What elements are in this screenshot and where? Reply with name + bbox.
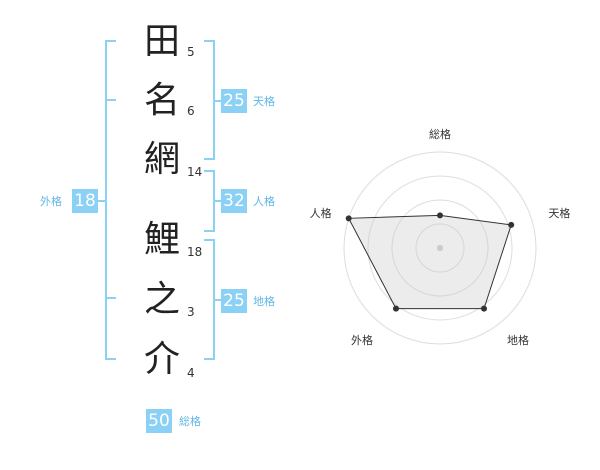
stroke-count-3: 14 (187, 165, 203, 179)
tenkaku-label: 天格 (253, 95, 275, 108)
tenkaku-value: 25 (221, 89, 247, 113)
stroke-count-1: 5 (187, 45, 195, 59)
gaikaku-label: 外格 (40, 195, 62, 208)
radar-point-3 (481, 305, 488, 312)
jinkaku-label: 人格 (253, 195, 275, 208)
radar-ring-2 (391, 199, 489, 297)
stroke-count-5: 3 (187, 305, 195, 319)
name-char-6: 介 (143, 339, 180, 380)
stroke-count-6: 4 (187, 366, 195, 380)
name-char-3: 網 (143, 139, 180, 180)
radar-axis-label-4: 外格 (351, 333, 373, 347)
soukaku-label: 総格 (179, 415, 201, 428)
radar-center-dot (437, 245, 443, 251)
radar-ring-3 (367, 175, 513, 321)
radar-point-5 (345, 215, 352, 222)
chikaku-label: 地格 (253, 295, 275, 308)
name-char-1: 田 (143, 21, 180, 62)
radar-ring-4 (343, 151, 537, 345)
radar-data-polygon (347, 214, 512, 310)
gaikaku-value: 18 (72, 189, 98, 213)
radar-axis-label-3: 地格 (507, 333, 529, 347)
radar-point-2 (508, 221, 515, 228)
chikaku-value: 25 (221, 289, 247, 313)
radar-point-1 (437, 212, 443, 219)
name-char-2: 名 (143, 80, 180, 121)
radar-axis-label-5: 人格 (310, 206, 332, 220)
radar-axis-label-2: 天格 (548, 206, 570, 220)
name-char-5: 之 (143, 279, 180, 320)
soukaku-value: 50 (146, 409, 172, 433)
radar-axis-label-1: 総格 (429, 127, 451, 141)
radar-ring-1 (415, 223, 465, 273)
stroke-count-2: 6 (187, 104, 195, 118)
stroke-count-4: 18 (187, 245, 203, 259)
jinkaku-value: 32 (221, 189, 247, 213)
radar-point-4 (392, 305, 399, 312)
name-char-4: 鯉 (143, 219, 180, 260)
